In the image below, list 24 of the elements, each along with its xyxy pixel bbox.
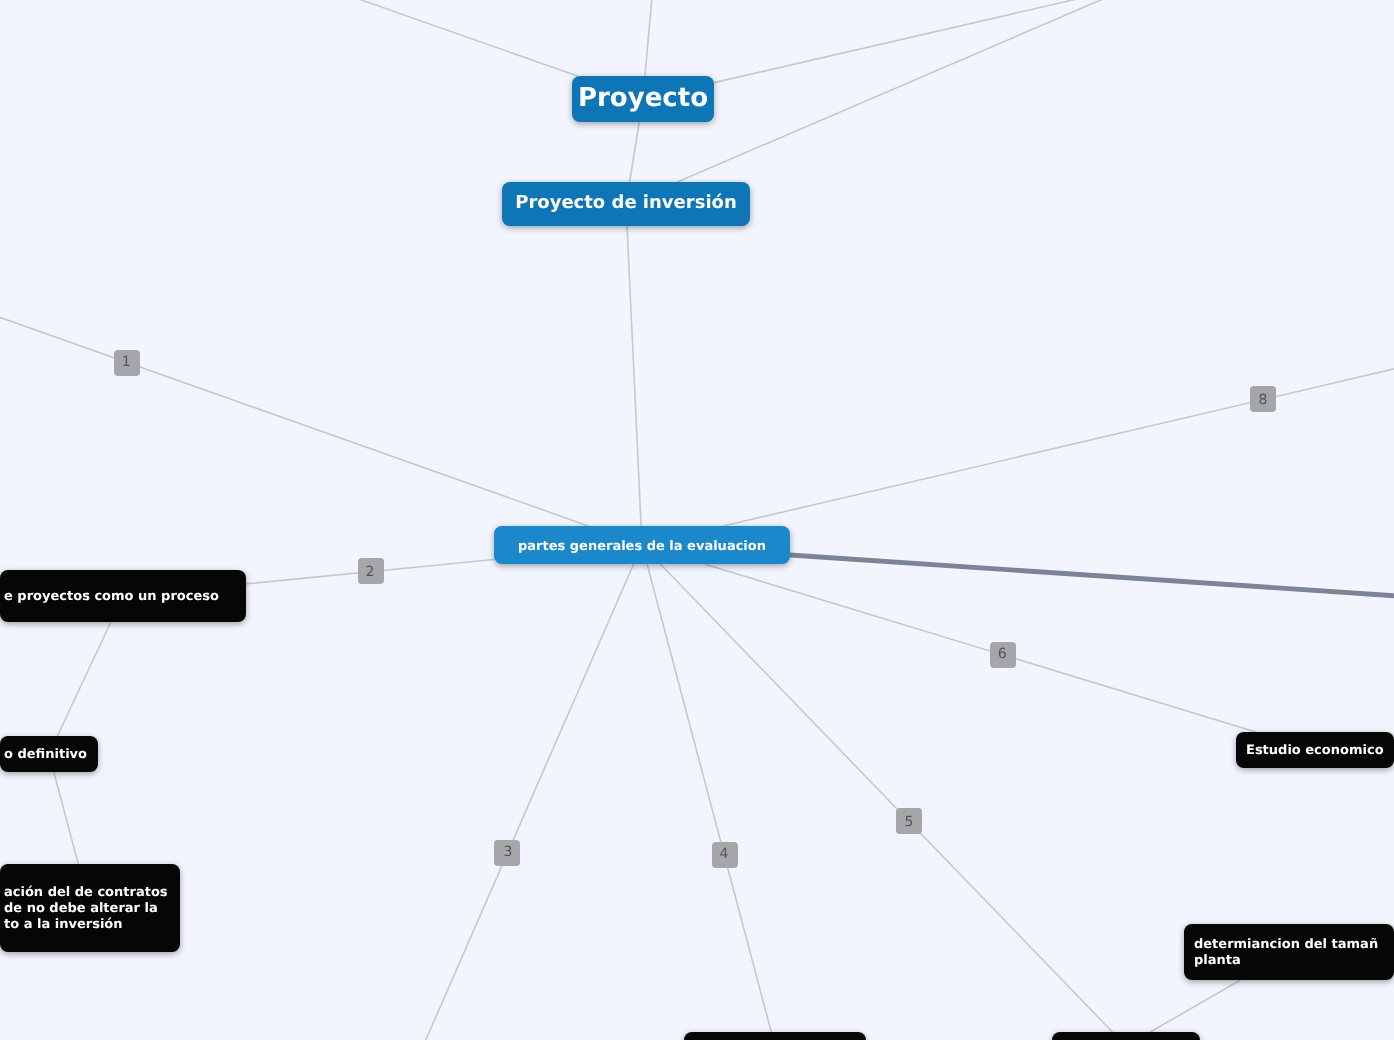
connector-line <box>644 0 653 77</box>
connector-line <box>659 563 1114 1033</box>
connector-line <box>56 621 112 737</box>
topic-box <box>572 76 714 122</box>
connector-line <box>53 771 80 865</box>
connector-line <box>1149 979 1242 1033</box>
topic-box <box>0 570 246 622</box>
topic-box <box>1184 924 1394 980</box>
connector-line <box>423 563 635 1040</box>
topic-box <box>494 526 790 564</box>
connector-line <box>628 121 641 183</box>
topic-text: Proyecto de inversión <box>515 194 737 214</box>
topic-box <box>1236 732 1394 768</box>
connector-line <box>722 367 1394 527</box>
connector-line <box>703 563 1257 733</box>
connector-line <box>626 225 642 527</box>
connector-line <box>789 552 1394 599</box>
topic-box <box>0 736 98 772</box>
connector-line <box>646 563 773 1033</box>
topic-text: Proyecto <box>577 84 708 114</box>
topic-box <box>0 864 180 952</box>
connector-line <box>0 315 590 527</box>
connector-line <box>245 558 495 585</box>
topic-box <box>502 182 750 226</box>
